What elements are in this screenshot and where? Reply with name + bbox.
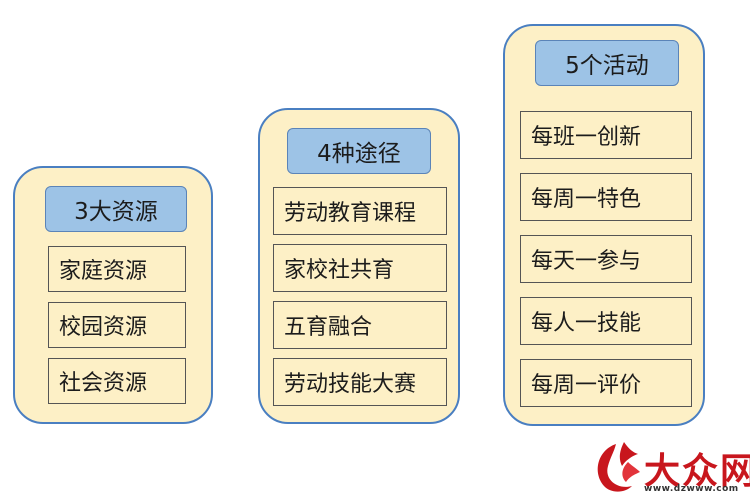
activity-item-4: 每人一技能	[520, 297, 692, 345]
approach-item-course: 劳动教育课程	[273, 187, 447, 235]
activity-item-5: 每周一评价	[520, 359, 692, 407]
approach-item-integration: 五育融合	[273, 301, 447, 349]
dzwww-logo: 大众网 www.dzwww.com	[588, 438, 750, 498]
logo-text: 大众网	[644, 450, 750, 492]
approach-item-coeducation: 家校社共育	[273, 244, 447, 292]
activities-group: 5个活动 每班一创新 每周一特色 每天一参与 每人一技能 每周一评价	[503, 24, 705, 426]
resources-header: 3大资源	[45, 186, 187, 232]
activity-item-3: 每天一参与	[520, 235, 692, 283]
activities-header: 5个活动	[535, 40, 679, 86]
activity-item-1: 每班一创新	[520, 111, 692, 159]
resources-group: 3大资源 家庭资源 校园资源 社会资源	[13, 166, 213, 424]
resource-item-family: 家庭资源	[48, 246, 186, 292]
approaches-group: 4种途径 劳动教育课程 家校社共育 五育融合 劳动技能大赛	[258, 108, 460, 424]
resource-item-campus: 校园资源	[48, 302, 186, 348]
flame-swirl-icon	[597, 442, 640, 492]
approach-item-contest: 劳动技能大赛	[273, 358, 447, 406]
approaches-header: 4种途径	[287, 128, 431, 174]
activity-item-2: 每周一特色	[520, 173, 692, 221]
resource-item-society: 社会资源	[48, 358, 186, 404]
logo-url: www.dzwww.com	[644, 484, 739, 494]
